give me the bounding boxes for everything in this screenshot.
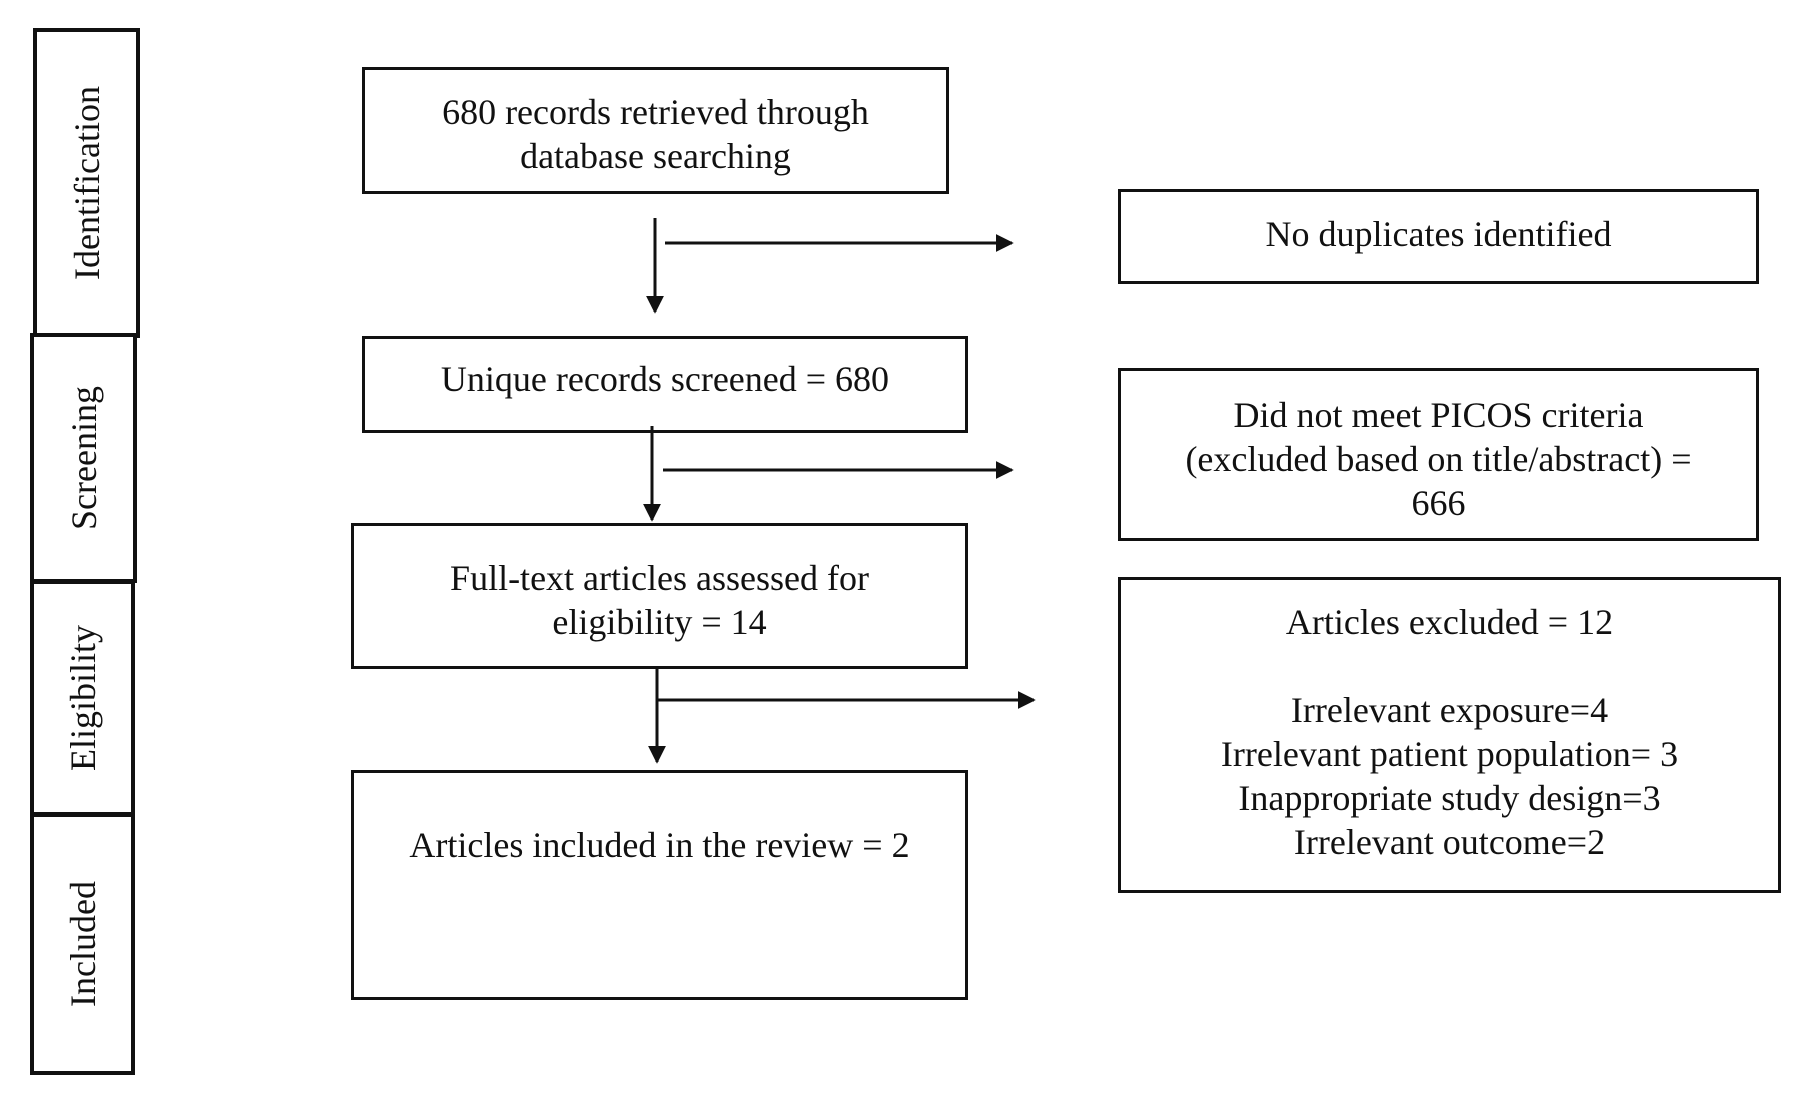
box-line: Did not meet PICOS criteria	[1233, 395, 1644, 435]
box-line: Articles included in the review = 2	[409, 825, 910, 865]
box-line: 666	[1411, 483, 1466, 523]
exclusion-reason: Irrelevant exposure=4	[1290, 690, 1609, 730]
phase-included: Included	[30, 813, 135, 1075]
box-line: database searching	[520, 136, 791, 176]
unique-screened-box: Unique records screened = 680	[362, 336, 968, 433]
box-line: Full-text articles assessed for	[450, 558, 869, 598]
box-line: eligibility = 14	[552, 602, 767, 642]
included-review-box: Articles included in the review = 2	[351, 770, 968, 1000]
box-line: No duplicates identified	[1265, 214, 1612, 254]
phase-screening: Screening	[30, 333, 137, 583]
picos-excluded-box: Did not meet PICOS criteria (excluded ba…	[1118, 368, 1759, 541]
exclusion-reason: Irrelevant outcome=2	[1293, 822, 1606, 862]
no-duplicates-box: No duplicates identified	[1118, 189, 1759, 284]
records-retrieved-box: 680 records retrieved through database s…	[362, 67, 949, 194]
box-line: 680 records retrieved through	[442, 92, 869, 132]
exclusion-reason: Irrelevant patient population= 3	[1220, 734, 1679, 774]
full-text-box: Full-text articles assessed for eligibil…	[351, 523, 968, 669]
box-line: Unique records screened = 680	[440, 359, 890, 399]
excluded-header: Articles excluded = 12	[1285, 602, 1614, 642]
exclusion-reason: Inappropriate study design=3	[1238, 778, 1661, 818]
articles-excluded-box: Articles excluded = 12 Irrelevant exposu…	[1118, 577, 1781, 893]
box-line: (excluded based on title/abstract) =	[1185, 439, 1692, 479]
phase-identification: Identification	[33, 28, 140, 338]
